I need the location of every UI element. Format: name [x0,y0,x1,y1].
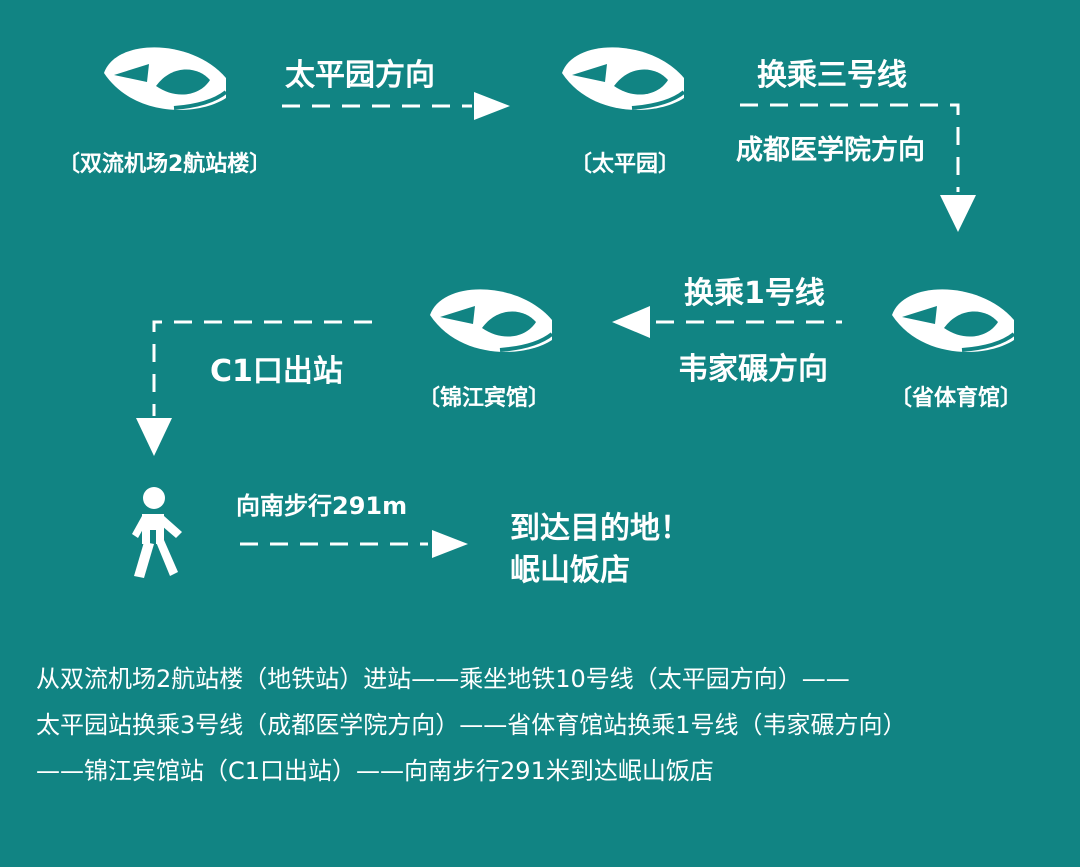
transfer-line3-label: 换乘三号线 [757,58,907,93]
train-icon-shengtiyuguan [890,287,1016,354]
destination-hotel-name: 岷山饭店 [510,553,630,588]
direction-weijianian: 韦家碾方向 [678,352,828,387]
arrow-jinjiang-to-exit [136,320,372,456]
destination-arrive-text: 到达目的地！ [510,511,690,546]
walk-south-label: 向南步行291m [236,492,408,520]
route-line-1: 从双流机场2航站楼（地铁站）进站——乘坐地铁10号线（太平园方向）—— [36,665,850,693]
route-description: 从双流机场2航站楼（地铁站）进站——乘坐地铁10号线（太平园方向）—— 太平园站… [36,656,1066,794]
station-shuangliu-airport-t2: 〔双流机场2航站楼〕 [58,152,272,177]
transfer-line1-label: 换乘1号线 [684,276,825,311]
arrow-shengtiyuguan-to-jinjiang [612,306,842,338]
route-line-2: 太平园站换乘3号线（成都医学院方向）——省体育馆站换乘1号线（韦家碾方向） [36,711,907,739]
arrow-taipingyuan-to-shengtiyuguan [740,103,976,232]
walking-person-icon [132,487,182,578]
direction-chengdu-medical: 成都医学院方向 [736,135,925,166]
station-shengtiyuguan: 〔省体育馆〕 [890,386,1023,411]
direction-taipingyuan: 太平园方向 [285,58,435,93]
exit-c1-label: C1口出站 [210,354,343,389]
train-icon-jinjiang [428,287,554,354]
station-jinjiang-hotel: 〔锦江宾馆〕 [418,386,551,411]
arrow-shuangliu-to-taipingyuan [282,92,510,120]
station-taipingyuan: 〔太平园〕 [570,152,681,177]
route-diagram [102,45,1016,578]
route-line-3: ——锦江宾馆站（C1口出站）——向南步行291米到达岷山饭店 [36,757,714,785]
arrow-walk-to-destination [240,530,468,558]
train-icon-taipingyuan [560,45,686,112]
destination-heading: 到达目的地！ 岷山饭店 [510,508,690,592]
train-icon-shuangliu [102,45,228,112]
